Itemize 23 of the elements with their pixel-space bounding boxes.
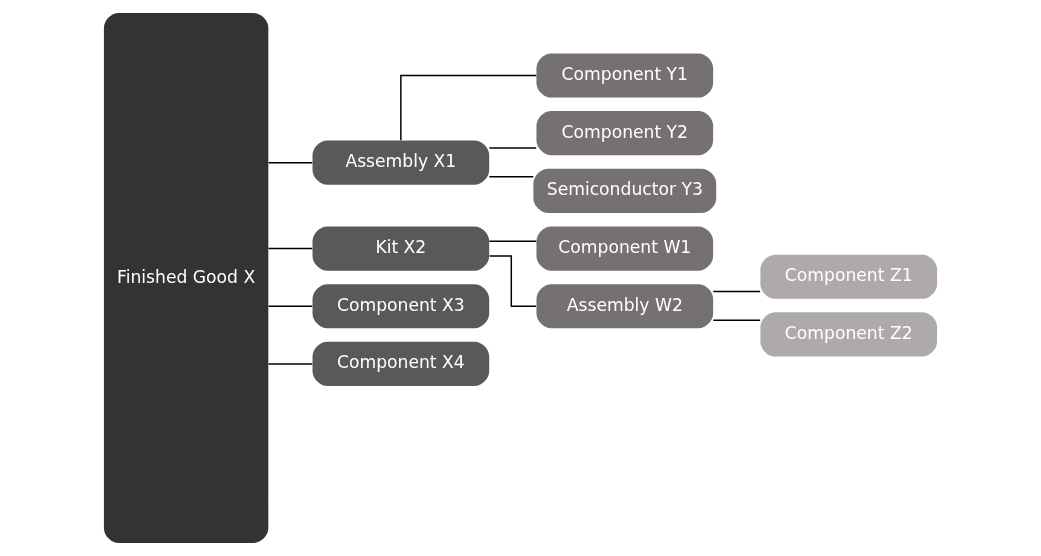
connector (267, 363, 313, 365)
node-box: Finished Good X (103, 12, 269, 544)
node-box: Component Y2 (536, 111, 714, 156)
connector (488, 176, 534, 178)
connector (267, 161, 313, 164)
node-box: Component X3 (312, 284, 490, 329)
node-box: Assembly W2 (536, 284, 714, 329)
node-box: Component X4 (312, 341, 490, 386)
connector (488, 240, 537, 242)
connector (488, 255, 537, 307)
connector (712, 319, 761, 322)
node-box: Assembly X1 (312, 140, 490, 185)
connector (712, 290, 761, 293)
node-box: Component Z1 (760, 254, 938, 299)
node-box: Component Z2 (760, 312, 938, 357)
connector (400, 74, 538, 141)
node-box: Component W1 (536, 226, 714, 271)
connector (488, 147, 537, 149)
connector (267, 305, 313, 307)
connector (267, 247, 313, 250)
node-box: Kit X2 (312, 226, 490, 271)
node-box: Semiconductor Y3 (533, 168, 717, 213)
node-box: Component Y1 (536, 53, 714, 98)
